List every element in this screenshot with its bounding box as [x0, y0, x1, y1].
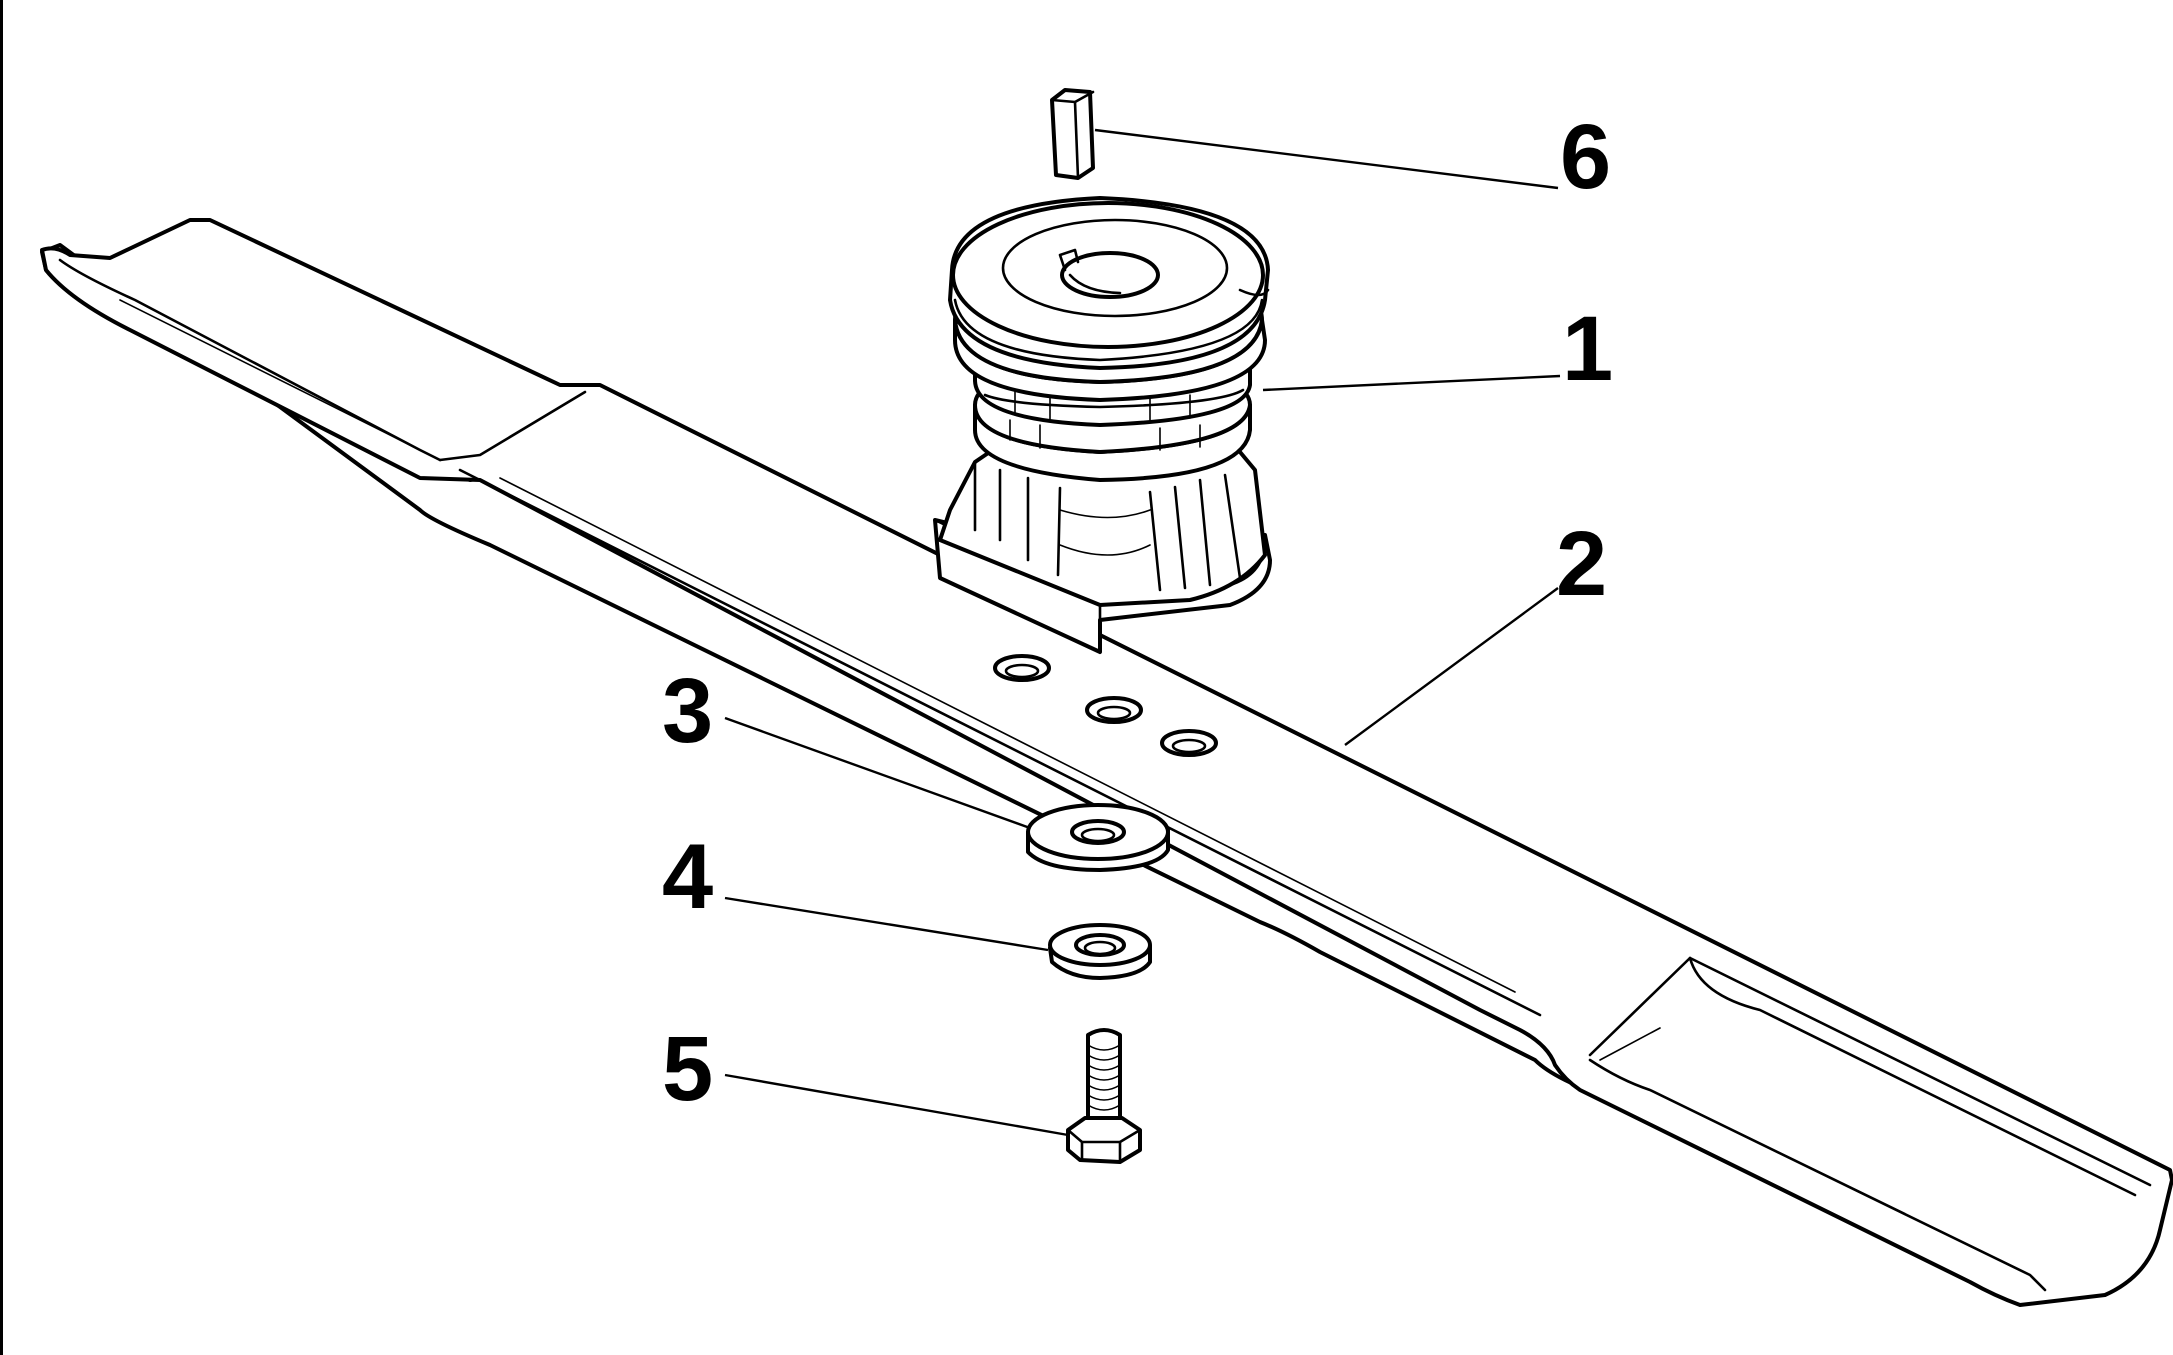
- leader-5: [724, 1073, 1069, 1137]
- callout-5: 5: [662, 1018, 713, 1120]
- bolt-part-5: [1066, 1028, 1142, 1164]
- leader-lines: [724, 128, 1561, 1137]
- leader-2: [1344, 587, 1559, 746]
- spring-washer-part-4: [1048, 923, 1152, 980]
- leader-4: [724, 896, 1049, 952]
- leader-3: [724, 716, 1031, 830]
- leader-1: [1262, 374, 1561, 392]
- washer-part-3: [1026, 803, 1170, 872]
- hub-part-1: [933, 196, 1272, 654]
- callout-1: 1: [1562, 298, 1613, 400]
- callout-labels: 6 1 2 3 4 5: [662, 106, 1613, 1120]
- callout-4: 4: [662, 826, 713, 928]
- left-frame-border: [0, 0, 3, 1355]
- leader-6: [1094, 128, 1559, 190]
- blade-part-2: [40, 218, 2173, 1307]
- callout-2: 2: [1556, 513, 1607, 615]
- callout-3: 3: [662, 660, 713, 762]
- blade-holes: [993, 654, 1218, 757]
- key-part-6: [1050, 88, 1095, 180]
- blade-body: [40, 218, 2173, 1307]
- callout-6: 6: [1560, 106, 1611, 208]
